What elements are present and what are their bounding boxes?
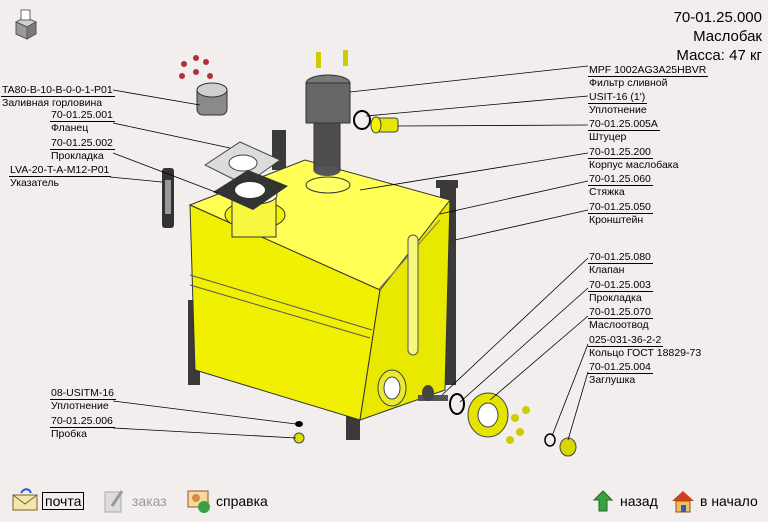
- callout-code: USIT-16 (1'): [588, 91, 648, 104]
- mail-label: почта: [42, 492, 85, 510]
- callout-flange[interactable]: 70-01.25.001 Фланец: [50, 109, 115, 134]
- valve-assembly: [418, 385, 530, 444]
- back-button[interactable]: назад: [590, 488, 658, 514]
- callout-return-filter[interactable]: MPF 1002AG3A25HBVR Фильтр сливной: [588, 64, 709, 89]
- print-icon[interactable]: [10, 8, 40, 44]
- order-icon: [102, 488, 128, 514]
- callout-desc: Фланец: [51, 122, 89, 134]
- callout-code: 70-01.25.080: [588, 251, 653, 264]
- callout-code: 70-01.25.006: [50, 415, 115, 428]
- callout-desc: Уплотнение: [589, 104, 647, 116]
- back-arrow-icon: [590, 488, 616, 514]
- fitting-part: [370, 116, 399, 134]
- o-ring: [544, 433, 556, 447]
- callout-usit-seal[interactable]: USIT-16 (1') Уплотнение: [588, 91, 648, 116]
- callout-desc: Маслоотвод: [589, 319, 649, 331]
- callout-ring[interactable]: 025-031-36-2-2 Кольцо ГОСТ 18829-73: [588, 334, 701, 359]
- screws-red: [179, 55, 213, 79]
- callout-desc: Уплотнение: [51, 400, 109, 412]
- callout-code: 025-031-36-2-2: [588, 334, 664, 347]
- callout-level-indicator[interactable]: LVA-20-T-A-M12-P01 Указатель: [9, 164, 112, 189]
- filler-cap: [196, 82, 228, 116]
- callout-code: 70-01.25.200: [588, 146, 653, 159]
- callout-code: 08-USITM-16: [50, 387, 117, 400]
- callout-tank-body[interactable]: 70-01.25.200 Корпус маслобака: [588, 146, 678, 171]
- leader-lines: [109, 65, 589, 441]
- help-label: справка: [216, 493, 268, 509]
- help-icon: [186, 488, 212, 514]
- plug-part: [559, 437, 577, 457]
- callout-blind-plug[interactable]: 70-01.25.004 Заглушка: [588, 361, 653, 386]
- drain-plug: [293, 421, 305, 444]
- callout-desc: Штуцер: [589, 131, 627, 143]
- gasket-part: [213, 170, 288, 210]
- callout-code: 70-01.25.004: [588, 361, 653, 374]
- return-filter: [305, 74, 351, 194]
- callout-valve[interactable]: 70-01.25.080 Клапан: [588, 251, 653, 276]
- callout-code: MPF 1002AG3A25HBVR: [588, 64, 709, 77]
- callout-desc: Стяжка: [589, 186, 625, 198]
- part-header: 70-01.25.000 Маслобак Масса: 47 кг: [674, 8, 762, 65]
- callout-code: 70-01.25.003: [588, 279, 653, 292]
- callout-desc: Пробка: [51, 428, 87, 440]
- callout-bracket[interactable]: 70-01.25.050 Кронштейн: [588, 201, 653, 226]
- callout-gasket[interactable]: 70-01.25.002 Прокладка: [50, 137, 115, 162]
- callout-code: 70-01.25.005A: [588, 118, 660, 131]
- callout-plug[interactable]: 70-01.25.006 Пробка: [50, 415, 115, 440]
- flange-part: [203, 141, 281, 186]
- callout-code: 70-01.25.060: [588, 173, 653, 186]
- callout-tie-rod[interactable]: 70-01.25.060 Стяжка: [588, 173, 653, 198]
- callout-code: 70-01.25.001: [50, 109, 115, 122]
- callout-desc: Прокладка: [51, 150, 104, 162]
- callout-fitting[interactable]: 70-01.25.005A Штуцер: [588, 118, 660, 143]
- level-indicator: [162, 168, 174, 228]
- callout-desc: Указатель: [10, 177, 59, 189]
- help-button[interactable]: справка: [186, 488, 268, 514]
- seal-ring: [353, 110, 371, 130]
- callout-desc: Корпус маслобака: [589, 159, 679, 171]
- callout-desc: Кронштейн: [589, 214, 644, 226]
- home-label: в начало: [700, 493, 758, 509]
- envelope-icon: [12, 488, 38, 514]
- callout-desc: Заглушка: [589, 374, 636, 386]
- callout-desc: Кольцо ГОСТ 18829-73: [589, 347, 702, 359]
- callout-desc: Клапан: [589, 264, 625, 276]
- callout-oil-drain[interactable]: 70-01.25.070 Маслоотвод: [588, 306, 653, 331]
- callout-code: 70-01.25.070: [588, 306, 653, 319]
- callout-code: TA80-B-10-B-0-0-1-P01: [1, 84, 115, 97]
- home-button[interactable]: в начало: [670, 488, 758, 514]
- order-label: заказ: [132, 493, 167, 509]
- callout-code: LVA-20-T-A-M12-P01: [9, 164, 112, 177]
- mail-button[interactable]: почта: [12, 488, 85, 514]
- filter-bolts: [316, 50, 348, 68]
- part-number: 70-01.25.000: [673, 9, 762, 26]
- part-mass: Масса: 47 кг: [676, 47, 762, 64]
- order-button[interactable]: заказ: [102, 488, 167, 514]
- home-icon: [670, 488, 696, 514]
- callout-code: 70-01.25.002: [50, 137, 115, 150]
- callout-filler-neck[interactable]: TA80-B-10-B-0-0-1-P01 Заливная горловина: [1, 84, 115, 109]
- callout-code: 70-01.25.050: [588, 201, 653, 214]
- callout-desc: Прокладка: [589, 292, 642, 304]
- back-label: назад: [620, 493, 658, 509]
- callout-gasket-2[interactable]: 70-01.25.003 Прокладка: [588, 279, 653, 304]
- bottom-nav: почта заказ справка назад: [0, 486, 768, 520]
- callout-seal[interactable]: 08-USITM-16 Уплотнение: [50, 387, 117, 412]
- part-name: Маслобак: [693, 28, 762, 45]
- callout-desc: Заливная горловина: [2, 97, 103, 109]
- callout-desc: Фильтр сливной: [589, 77, 668, 89]
